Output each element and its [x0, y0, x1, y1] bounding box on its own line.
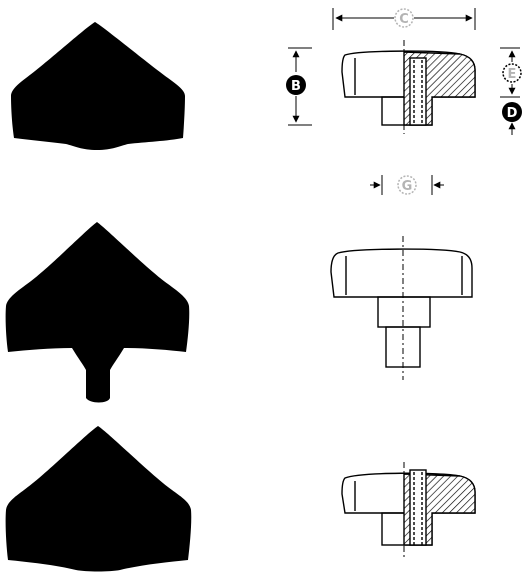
dim-e-text: E [508, 67, 517, 82]
photo-knob-3 [5, 426, 192, 572]
knob-silhouette-1 [11, 22, 185, 150]
knob-silhouette-3 [5, 426, 192, 572]
knob-silhouette-2 [5, 222, 190, 403]
drawing-3 [341, 462, 476, 560]
through-insert-3 [409, 469, 427, 546]
threaded-insert-1 [409, 57, 427, 126]
dim-label-g: G [397, 175, 417, 195]
dim-label-c: C [394, 8, 414, 28]
dim-label-d: D [502, 102, 522, 122]
dim-label-b: B [286, 75, 306, 95]
knob-body-outline-2 [330, 248, 473, 298]
dim-label-e: E [502, 63, 522, 83]
dim-b-text: B [291, 79, 301, 94]
drawing-1 [288, 8, 520, 195]
photo-knob-1 [11, 22, 185, 150]
photo-knob-2 [5, 222, 190, 403]
dim-d-text: D [507, 106, 518, 121]
dim-g-text: G [402, 179, 413, 194]
threaded-stud-2 [385, 326, 421, 368]
knob-hub-2 [377, 296, 431, 328]
dim-c-text: C [399, 12, 409, 27]
drawing-2 [330, 236, 473, 380]
